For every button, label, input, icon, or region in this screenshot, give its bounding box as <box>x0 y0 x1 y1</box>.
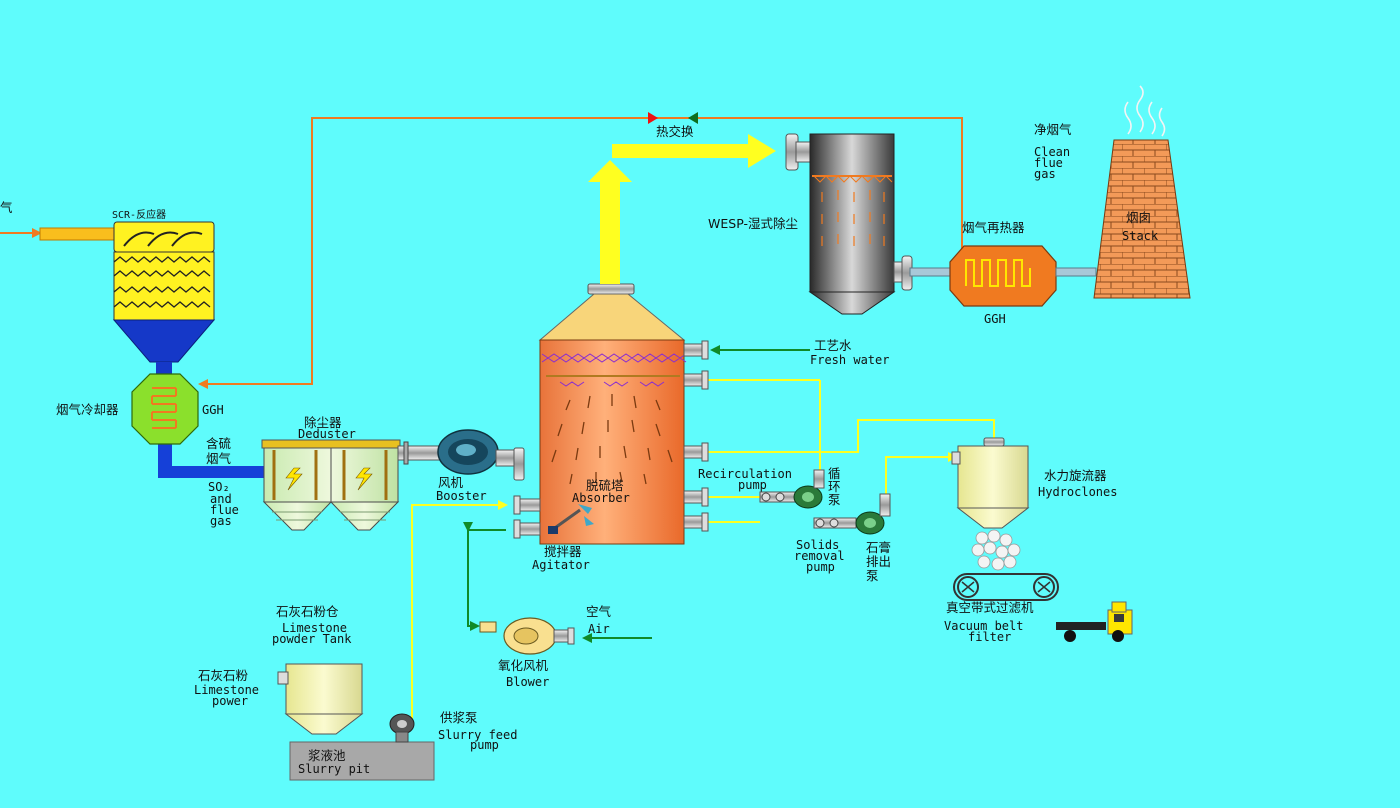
vacuum-cn-label: 真空带式过滤机 <box>946 600 1034 615</box>
truck-icon <box>1056 601 1133 642</box>
solids-label-1: Solids <box>796 538 839 552</box>
slurry-feed-label-2: pump <box>470 738 499 752</box>
slurry-pit-cn-label: 浆液池 <box>308 748 346 763</box>
reheater-cn-label: 烟气再热器 <box>962 220 1025 235</box>
ggh-cooler-label: GGH <box>202 403 224 417</box>
water-air-lines <box>463 345 810 643</box>
flue-gas-lines <box>0 112 963 478</box>
limestone-tank-label-2: powder Tank <box>272 632 352 646</box>
slurry-feed-pump <box>389 713 415 743</box>
clean-gas-label-3: gas <box>1034 167 1056 181</box>
gas-to-wesp-arrow <box>588 134 776 284</box>
limestone-power-label-1: Limestone <box>194 683 259 697</box>
solids-label-2: removal <box>794 549 845 563</box>
clean-gas-cn-label: 净烟气 <box>1034 122 1072 137</box>
solids-label-3: pump <box>806 560 835 574</box>
gypsum-cn-2: 排出 <box>866 554 891 569</box>
slurry-pit <box>289 741 435 781</box>
so2-flue-label: flue <box>210 503 239 517</box>
vacuum-belt-filter <box>953 573 1059 601</box>
air-label: Air <box>588 622 610 636</box>
absorber-label: Absorber <box>572 491 630 505</box>
clean-gas-label-1: Clean <box>1034 145 1070 159</box>
deduster-label: Deduster <box>298 427 356 441</box>
edge-gas-label: 气 <box>0 200 13 215</box>
scr-reactor <box>112 221 216 376</box>
vacuum-label-1: Vacuum belt <box>944 619 1023 633</box>
recirc-label-1: Recirculation <box>698 467 792 481</box>
recirc-cn-2: 环 <box>828 479 841 494</box>
air-cn-label: 空气 <box>586 604 612 619</box>
process-water-cn-label: 工艺水 <box>814 338 852 353</box>
oxidation-blower <box>479 617 575 655</box>
limestone-power-label-2: power <box>212 694 248 708</box>
wesp <box>785 133 953 315</box>
slurry-feed-cn-label: 供浆泵 <box>440 710 478 725</box>
booster-fan <box>437 429 525 481</box>
booster-label: Booster <box>436 489 487 503</box>
ggh-cooler <box>131 373 199 445</box>
agitator-label: Agitator <box>532 558 590 572</box>
slurry-pit-label: Slurry pit <box>298 762 370 776</box>
wesp-label: WESP-湿式除尘 <box>708 216 798 231</box>
clean-gas-label-2: flue <box>1034 156 1063 170</box>
vacuum-label-2: filter <box>968 630 1011 644</box>
heat-exchange-label: 热交换 <box>656 124 694 139</box>
stack <box>1093 85 1191 299</box>
ggh-reheater <box>949 245 1097 307</box>
stack-cn-label: 烟囱 <box>1126 210 1151 225</box>
hydroclones-cn-label: 水力旋流器 <box>1044 468 1107 483</box>
stack-label: Stack <box>1122 229 1159 243</box>
recirc-cn-3: 泵 <box>828 492 841 507</box>
slurry-lines <box>411 375 995 720</box>
slurry-feed-label-1: Slurry feed <box>438 728 517 742</box>
recirc-cn-1: 循 <box>828 466 841 481</box>
limestone-tank-cn-label: 石灰石粉仓 <box>276 604 339 619</box>
process-water-label: Fresh water <box>810 353 889 367</box>
limestone-power-cn-label: 石灰石粉 <box>198 668 249 683</box>
solids-removal-pump <box>813 493 891 535</box>
hydroclones-label: Hydroclones <box>1038 485 1117 499</box>
labels: 气 SCR-反应器 烟气冷却器 GGH 含硫 烟气 SO₂ and flue g… <box>0 122 1159 776</box>
deduster-cn-label: 除尘器 <box>304 415 342 430</box>
agitator-cn-label: 搅拌器 <box>544 544 582 559</box>
booster-cn-label: 风机 <box>438 475 464 490</box>
scr-reactor-label: SCR-反应器 <box>112 208 166 221</box>
sulfur-gas-cn-1: 含硫 <box>206 436 232 451</box>
ggh-reheater-label: GGH <box>984 312 1006 326</box>
sulfur-gas-cn-2: 烟气 <box>206 451 232 466</box>
deduster <box>261 439 441 531</box>
absorber-tower <box>513 283 709 545</box>
ggh-cooler-cn-label: 烟气冷却器 <box>56 402 119 417</box>
recirculation-pump <box>759 469 825 509</box>
limestone-tank <box>277 663 364 735</box>
recirc-label-2: pump <box>738 478 767 492</box>
so2-gas-label: gas <box>210 514 232 528</box>
so2-and-label: and <box>210 492 232 506</box>
so2-label: SO₂ <box>208 480 230 494</box>
blower-cn-label: 氧化风机 <box>498 658 549 673</box>
blower-label: Blower <box>506 675 549 689</box>
gypsum-cn-3: 泵 <box>866 568 879 583</box>
hydroclones <box>951 437 1030 571</box>
gypsum-cn-1: 石膏 <box>866 540 891 555</box>
absorber-cn-label: 脱硫塔 <box>586 478 624 493</box>
limestone-tank-label-1: Limestone <box>282 621 347 635</box>
